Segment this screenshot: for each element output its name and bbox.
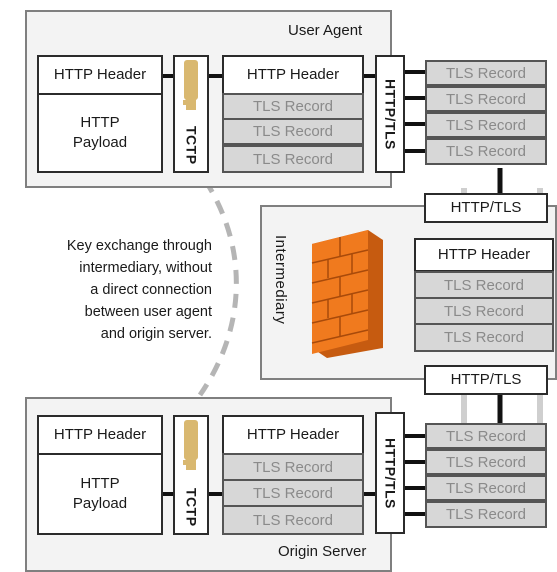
- right-top-record-4: TLS Record: [425, 138, 547, 165]
- note-line-5: and origin server.: [100, 326, 212, 342]
- right-top-record-2: TLS Record: [425, 86, 547, 112]
- os-http-header-2: HTTP Header: [222, 415, 364, 455]
- right-bottom-record-2: TLS Record: [425, 449, 547, 475]
- ua-transport-label: HTTP/TLS: [382, 78, 399, 150]
- int-tls-record-1: TLS Record: [414, 271, 554, 299]
- note-line-3: a direct connection: [90, 282, 212, 298]
- int-tls-record-2: TLS Record: [414, 297, 554, 325]
- os-transport-box: HTTP/TLS: [375, 412, 405, 534]
- ua-transport-box: HTTP/TLS: [375, 55, 405, 173]
- intermediary-title-wrap: Intermediary: [272, 235, 289, 329]
- ua-http-header: HTTP Header: [37, 55, 163, 95]
- user-agent-title: User Agent: [288, 22, 363, 39]
- ua-http-payload: HTTP Payload: [37, 93, 163, 173]
- int-tls-record-3: TLS Record: [414, 323, 554, 352]
- int-transport-top: HTTP/TLS: [424, 193, 548, 223]
- int-transport-bottom: HTTP/TLS: [424, 365, 548, 395]
- right-top-record-1: TLS Record: [425, 60, 547, 86]
- origin-server-title: Origin Server: [278, 543, 367, 560]
- ua-tls-record-3: TLS Record: [222, 145, 364, 173]
- key-exchange-note: Key exchange through intermediary, witho…: [20, 235, 212, 345]
- ua-tctp-label: TCTP: [183, 126, 200, 165]
- os-tls-record-3: TLS Record: [222, 505, 364, 535]
- right-top-record-3: TLS Record: [425, 112, 547, 138]
- note-line-2: intermediary, without: [79, 260, 212, 276]
- ua-tls-record-2: TLS Record: [222, 118, 364, 145]
- os-transport-label: HTTP/TLS: [382, 437, 399, 509]
- note-line-4: between user agent: [84, 304, 212, 320]
- note-line-1: Key exchange through: [66, 238, 212, 254]
- right-bottom-record-4: TLS Record: [425, 501, 547, 528]
- right-bottom-record-3: TLS Record: [425, 475, 547, 501]
- os-http-payload: HTTP Payload: [37, 453, 163, 535]
- right-bottom-record-1: TLS Record: [425, 423, 547, 449]
- int-http-header: HTTP Header: [414, 238, 554, 272]
- intermediary-title: Intermediary: [272, 235, 289, 325]
- os-tls-record-1: TLS Record: [222, 453, 364, 481]
- os-tctp-label: TCTP: [183, 488, 200, 527]
- ua-tls-record-1: TLS Record: [222, 93, 364, 120]
